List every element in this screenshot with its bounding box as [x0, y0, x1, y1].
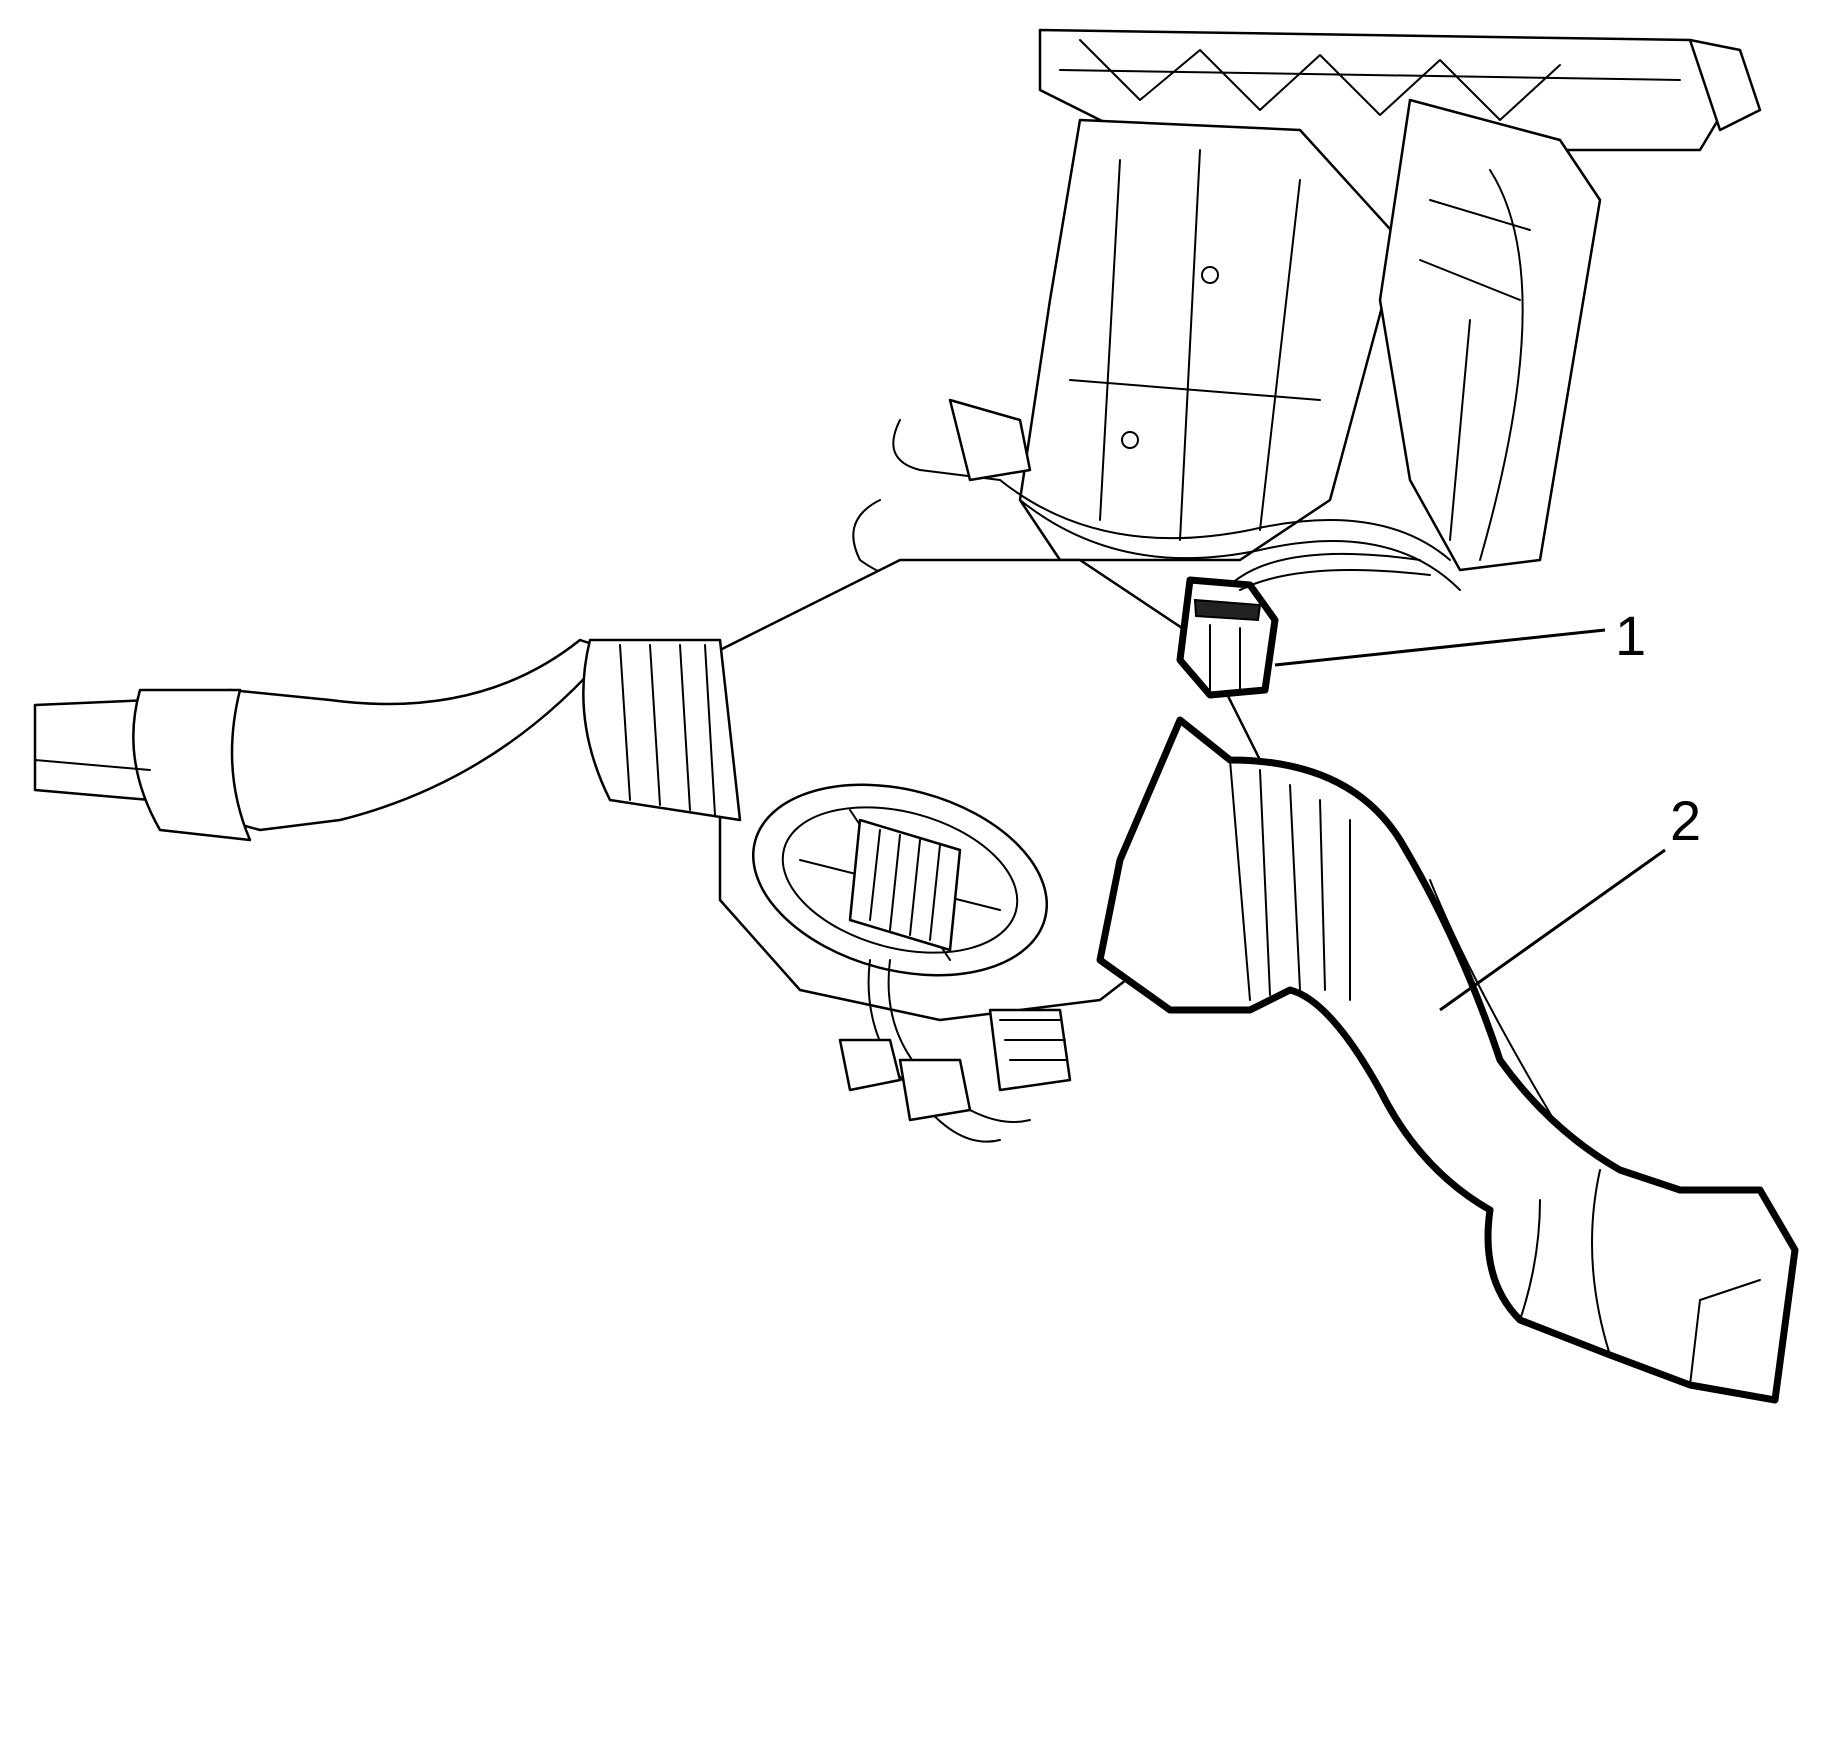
callout-1-label: 1: [1615, 604, 1646, 667]
steering-column-jacket: [1018, 118, 1402, 562]
callout-1-leader: [1274, 628, 1606, 667]
column-support-bracket: [1038, 28, 1762, 252]
multifunction-switch-connector: [1176, 552, 1431, 699]
left-switch-lever: [33, 638, 742, 842]
column-side-bracket: [1378, 98, 1602, 572]
lower-wire-harness: [838, 959, 1072, 1143]
callout-2-label: 2: [1670, 789, 1701, 852]
callout-2-leader: [1439, 848, 1666, 1012]
right-switch-lever: [1096, 716, 1799, 1404]
upper-wire-harness: [852, 398, 1461, 601]
